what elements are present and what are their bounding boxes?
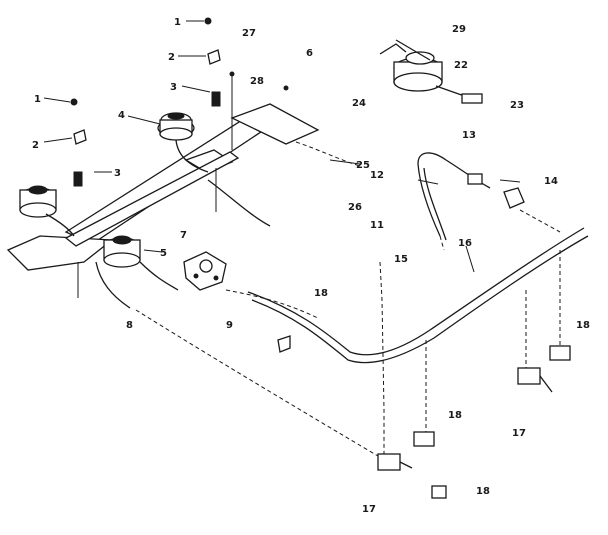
gas-manifold — [247, 187, 589, 364]
oven-burner-assembly — [379, 39, 483, 104]
callout-27: 27 — [242, 28, 256, 39]
callout-16: 16 — [458, 238, 472, 249]
callout-2b: 2 — [32, 140, 39, 151]
callout-24: 24 — [352, 98, 366, 109]
burner-front — [95, 235, 179, 309]
hardware-left — [70, 17, 289, 187]
callout-3b: 3 — [114, 168, 121, 179]
callout-12: 12 — [370, 170, 384, 181]
burner-support-frame — [6, 103, 320, 298]
callout-6: 6 — [306, 48, 313, 59]
pressure-regulator — [183, 251, 227, 291]
leader-lines — [43, 20, 561, 457]
callout-2a: 2 — [168, 52, 175, 63]
callout-4: 4 — [118, 110, 125, 121]
callout-3a: 3 — [170, 82, 177, 93]
callout-26: 26 — [348, 202, 362, 213]
callout-5: 5 — [160, 248, 167, 259]
callout-17b: 17 — [362, 504, 376, 515]
callout-18d: 18 — [476, 486, 490, 497]
pilot-tube — [417, 152, 491, 241]
callout-18c: 18 — [448, 410, 462, 421]
callout-23: 23 — [510, 100, 524, 111]
callout-7: 7 — [180, 230, 187, 241]
callout-25: 25 — [356, 160, 370, 171]
callout-labels: 1 27 2 6 29 3 28 22 1 23 4 24 2 13 25 3 … — [32, 17, 590, 515]
callout-28: 28 — [250, 76, 264, 87]
burner-rear-left — [19, 185, 75, 237]
callout-15: 15 — [394, 254, 408, 265]
callout-11: 11 — [370, 220, 384, 231]
callout-14: 14 — [544, 176, 558, 187]
callout-17a: 17 — [512, 428, 526, 439]
callout-8: 8 — [126, 320, 133, 331]
callout-22: 22 — [454, 60, 468, 71]
burner-rear-right — [157, 112, 271, 227]
callout-18a: 18 — [314, 288, 328, 299]
callout-29: 29 — [452, 24, 466, 35]
burner-valves — [377, 345, 571, 499]
callout-1a: 1 — [174, 17, 181, 28]
callout-18b: 18 — [576, 320, 590, 331]
callout-13: 13 — [462, 130, 476, 141]
callout-1b: 1 — [34, 94, 41, 105]
callout-9: 9 — [226, 320, 233, 331]
